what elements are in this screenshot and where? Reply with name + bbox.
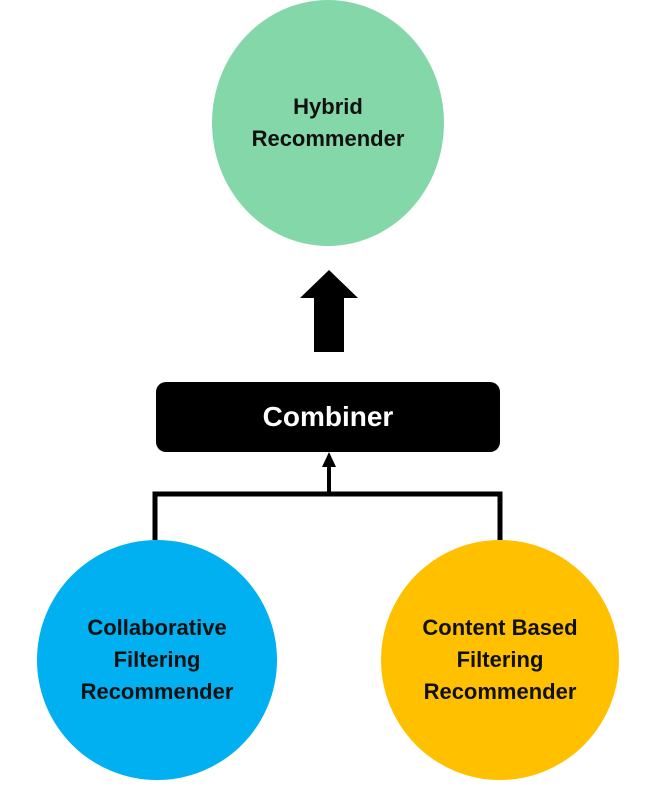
edge-merge-to-combiner-arrowhead — [322, 452, 336, 467]
content-based-filtering-label: Content Based Filtering Recommender — [422, 615, 578, 704]
combiner-node: Combiner — [156, 382, 500, 452]
combiner-label: Combiner — [262, 401, 394, 432]
hybrid-recommender-node: Hybrid Recommender — [212, 0, 444, 246]
edge-combiner-to-hybrid-arrow — [300, 270, 358, 352]
edge-collaborative-to-combiner — [152, 491, 329, 540]
hybrid-recommender-label: Hybrid Recommender — [251, 94, 405, 151]
content-based-filtering-node: Content Based Filtering Recommender — [381, 540, 619, 780]
collaborative-filtering-node: Collaborative Filtering Recommender — [37, 540, 277, 780]
collaborative-filtering-label: Collaborative Filtering Recommender — [80, 615, 234, 704]
edge-content-based-to-combiner — [329, 491, 503, 540]
